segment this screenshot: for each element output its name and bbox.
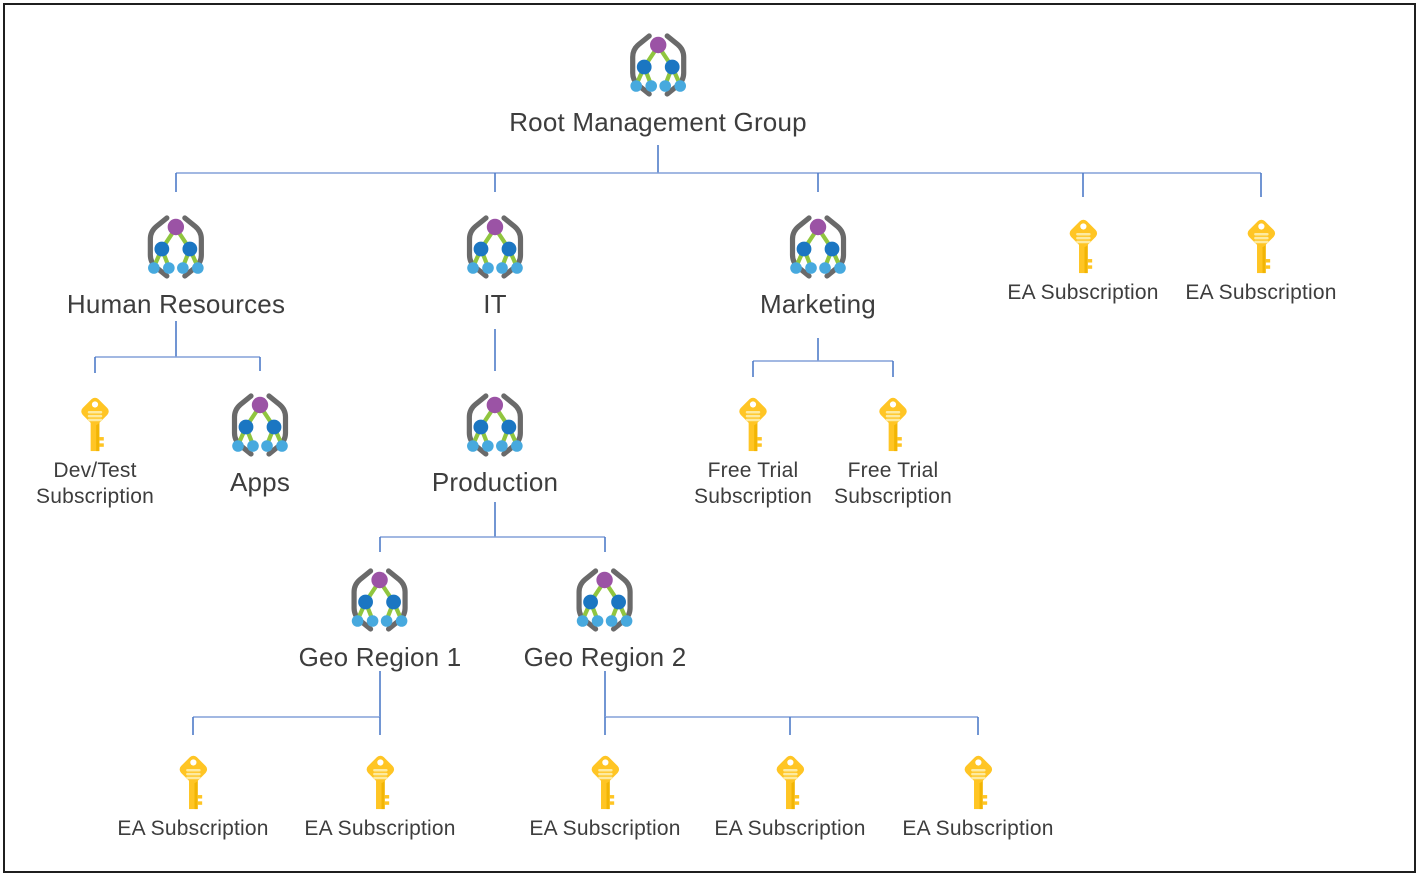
diagram-border: Root Management Group Human Resources IT… [3, 3, 1416, 873]
node-label: Free Trial Subscription [830, 458, 956, 509]
connector-marketing-to-children [753, 338, 893, 377]
subscription-key-icon [1237, 217, 1285, 275]
connector-root-to-children [176, 145, 1261, 197]
node-label: Geo Region 1 [299, 642, 462, 674]
node-production: Production [432, 390, 558, 499]
node-label: Free Trial Subscription [690, 458, 816, 509]
subscription-key-icon [581, 753, 629, 811]
subscription-key-icon [869, 395, 917, 453]
node-label: EA Subscription [304, 816, 455, 842]
node-label: Dev/Test Subscription [32, 458, 158, 509]
node-label: Marketing [760, 289, 876, 321]
node-label: IT [483, 289, 507, 321]
node-devtest-subscription: Dev/Test Subscription [32, 395, 158, 509]
connector-geo2-to-children [605, 671, 978, 735]
connector-production-to-children [380, 502, 605, 552]
node-geo-region-1: Geo Region 1 [299, 565, 462, 674]
management-group-icon [226, 390, 294, 460]
node-label: Production [432, 467, 558, 499]
node-marketing: Marketing [760, 212, 876, 321]
node-it: IT [461, 212, 529, 321]
node-ea-subscription-root-1: EA Subscription [1007, 217, 1158, 306]
node-label: Apps [230, 467, 290, 499]
management-group-icon [461, 212, 529, 282]
node-root-management-group: Root Management Group [509, 30, 807, 139]
subscription-key-icon [766, 753, 814, 811]
node-label: EA Subscription [902, 816, 1053, 842]
node-apps: Apps [226, 390, 294, 499]
node-ea-subscription-geo2-1: EA Subscription [529, 753, 680, 842]
node-ea-subscription-geo2-2: EA Subscription [714, 753, 865, 842]
subscription-key-icon [954, 753, 1002, 811]
management-group-icon [346, 565, 414, 635]
node-label: EA Subscription [1185, 280, 1336, 306]
node-label: EA Subscription [1007, 280, 1158, 306]
node-label: Human Resources [67, 289, 285, 321]
management-group-icon [571, 565, 639, 635]
subscription-key-icon [356, 753, 404, 811]
node-ea-subscription-geo2-3: EA Subscription [902, 753, 1053, 842]
connector-geo1-to-children [193, 671, 380, 735]
management-group-icon [142, 212, 210, 282]
node-geo-region-2: Geo Region 2 [524, 565, 687, 674]
node-label: EA Subscription [529, 816, 680, 842]
subscription-key-icon [1059, 217, 1107, 275]
node-label: EA Subscription [117, 816, 268, 842]
subscription-key-icon [169, 753, 217, 811]
management-group-icon [784, 212, 852, 282]
management-group-icon [461, 390, 529, 460]
node-label: EA Subscription [714, 816, 865, 842]
node-free-trial-subscription-1: Free Trial Subscription [690, 395, 816, 509]
node-free-trial-subscription-2: Free Trial Subscription [830, 395, 956, 509]
node-ea-subscription-root-2: EA Subscription [1185, 217, 1336, 306]
subscription-key-icon [729, 395, 777, 453]
node-ea-subscription-geo1-2: EA Subscription [304, 753, 455, 842]
connector-hr-to-children [95, 321, 260, 373]
node-label: Geo Region 2 [524, 642, 687, 674]
node-label: Root Management Group [509, 107, 807, 139]
node-ea-subscription-geo1-1: EA Subscription [117, 753, 268, 842]
subscription-key-icon [71, 395, 119, 453]
management-group-icon [624, 30, 692, 100]
node-human-resources: Human Resources [67, 212, 285, 321]
management-group-hierarchy-diagram: Root Management Group Human Resources IT… [5, 5, 1414, 871]
